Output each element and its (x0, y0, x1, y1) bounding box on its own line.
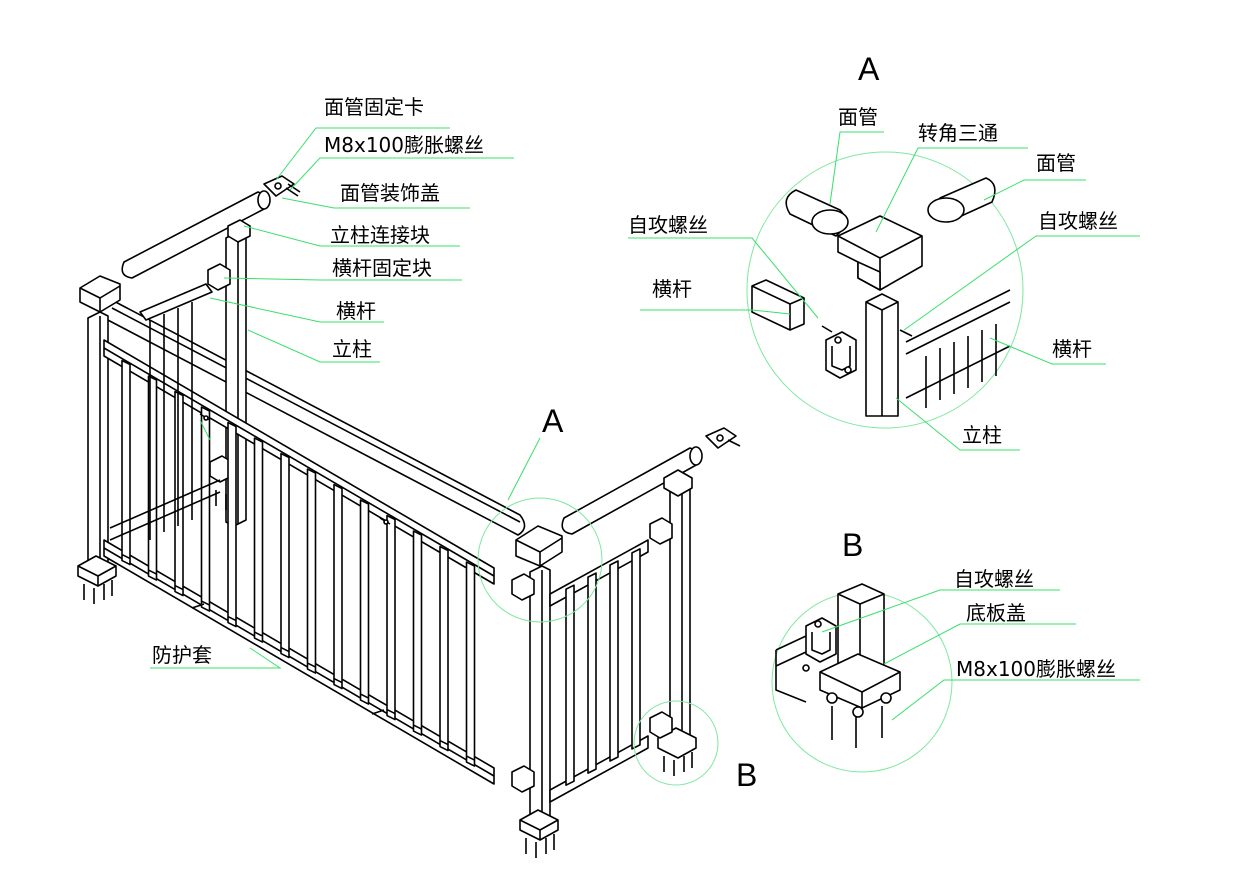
baluster (565, 584, 575, 786)
label-crossbar: 横杆 (336, 299, 376, 323)
label-post: 立柱 (332, 337, 372, 361)
detail-a-region (477, 497, 603, 623)
baluster (386, 514, 396, 721)
baluster (587, 572, 597, 774)
detail-a-label-screw-right: 自攻螺丝 (1038, 209, 1118, 233)
baluster-sleeve (201, 600, 210, 606)
baluster (359, 499, 370, 705)
top-handrail-right (561, 427, 741, 535)
label-handrail-clip: 面管固定卡 (324, 95, 424, 119)
long-panel-balusters (121, 359, 476, 767)
baluster-sleeve (307, 662, 316, 668)
baluster-sleeve (466, 755, 475, 761)
detail-a-circle (746, 151, 1024, 429)
baluster (412, 530, 423, 736)
detail-b-label-screw: 自攻螺丝 (954, 567, 1034, 591)
detail-a-leader-lines (628, 131, 1140, 451)
detail-a-label-crossbar-left: 横杆 (652, 277, 692, 301)
baluster (306, 468, 317, 674)
post-right (649, 469, 697, 776)
detail-b-label-base-cover: 底板盖 (966, 601, 1026, 625)
baluster-sleeve (227, 615, 237, 622)
baluster (121, 359, 131, 566)
baluster (200, 406, 211, 612)
detail-a: A (746, 51, 1024, 429)
callout-b-marker: B (736, 757, 757, 793)
baluster (280, 452, 290, 659)
detail-a-label-handrail-left: 面管 (838, 105, 878, 129)
baluster-sleeve (413, 724, 422, 730)
detail-b: B (771, 527, 953, 773)
callout-a-marker: A (542, 403, 564, 439)
label-expansion-bolt-top: M8x100膨胀螺丝 (324, 133, 484, 157)
baluster-sleeve (333, 677, 343, 684)
baluster (465, 561, 476, 767)
detail-a-label-crossbar-right: 横杆 (1052, 337, 1092, 361)
baluster-sleeve (386, 708, 396, 715)
main-leader-lines (150, 127, 541, 669)
label-handrail-decor-cap: 面管装饰盖 (340, 181, 440, 205)
baluster-sleeve (280, 646, 290, 653)
label-protective-sleeve: 防护套 (152, 643, 212, 667)
detail-a-label-corner-tee: 转角三通 (918, 121, 998, 145)
post-left (77, 311, 117, 604)
baluster (439, 545, 449, 752)
baluster-sleeve (360, 693, 369, 699)
detail-b-label-expansion-bolt: M8x100膨胀螺丝 (956, 657, 1116, 681)
baluster (609, 560, 619, 762)
baluster-sleeve (148, 569, 157, 575)
label-post-connector: 立柱连接块 (330, 223, 430, 247)
baluster (631, 548, 641, 750)
detail-a-label-post: 立柱 (962, 423, 1002, 447)
screw-markers (191, 413, 391, 715)
corner-tee-main (515, 525, 563, 567)
baluster-sleeve (121, 553, 131, 560)
baluster (174, 390, 184, 597)
baluster (253, 437, 264, 643)
post-middle (511, 565, 559, 858)
detail-b-leader-lines (821, 589, 1140, 721)
baluster-sleeve (174, 584, 184, 591)
short-panel-balusters (565, 548, 641, 786)
top-rail-end-cap (79, 275, 121, 313)
baluster (227, 421, 237, 628)
detail-b-region (633, 700, 719, 786)
detail-b-letter: B (842, 527, 863, 563)
main-railing-drawing (77, 175, 741, 858)
label-rail-fixing-block: 横杆固定块 (332, 256, 432, 280)
detail-a-letter: A (858, 51, 880, 87)
detail-a-label-screw-left: 自攻螺丝 (628, 213, 708, 237)
baluster-sleeve (439, 739, 449, 746)
top-handrail-exploded (121, 175, 301, 279)
baluster (333, 483, 343, 690)
detail-a-label-handrail-right: 面管 (1036, 151, 1076, 175)
back-panel-rail (109, 283, 221, 541)
baluster-sleeve (254, 631, 263, 637)
